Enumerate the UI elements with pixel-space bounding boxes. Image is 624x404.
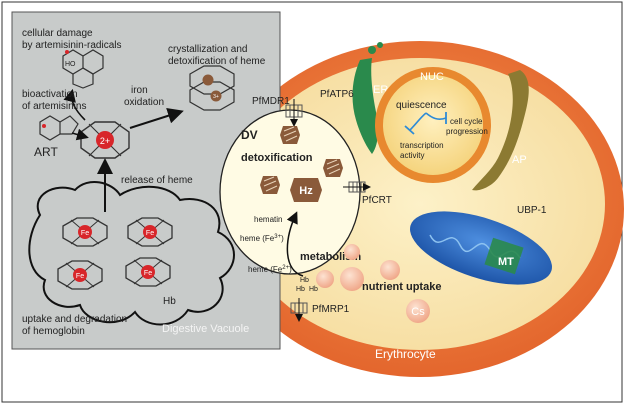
nucleus [375,67,491,183]
radical-molecule [62,49,104,89]
fe-label: Fe [81,230,89,237]
erythrocyte-label: Erythrocyte [375,347,436,361]
inhibit-transcription-arrow [409,112,427,131]
ubp1-label: UBP-1 [517,205,547,216]
er-label: ER [373,84,388,96]
er-organelle [352,42,383,154]
iron-label-2: oxidation [124,97,164,108]
heme-group-3: Fe [57,260,103,290]
fe-label: Fe [146,230,154,237]
pfcrt-label: PfCRT [362,195,392,206]
hz-label: Hz [299,185,313,197]
heme-group-1: Fe [62,217,108,247]
vesicle-2 [344,244,360,260]
hematin-label: hematin [254,215,282,224]
cs-label: Cs [411,306,425,318]
digestive-vacuole-label: Digestive Vacuole [162,323,249,335]
hemozoin-crystal-2 [323,159,343,177]
bioactivation-arrow [63,88,86,121]
nuc-label: NUC [420,71,444,83]
crystallized-heme: 3+ [189,65,235,111]
art-label: ART [34,145,58,159]
heme-group-2: Fe [127,217,173,247]
transcription-label-1: transcription [400,141,444,150]
pfmdr1-label: PfMDR1 [252,96,290,107]
bioactivation-label-1: bioactivation [22,89,78,100]
cellular-damage-label-2: by artemisinin-radicals [22,40,121,51]
detoxification-label: detoxification [241,152,313,164]
pfcrt-transporter [343,181,371,193]
apicoplast [472,70,529,191]
central-heme: 2+ [80,121,130,159]
mt-label: MT [498,256,514,268]
uptake-label-1: uptake and degradation [22,314,127,325]
bioactivation-label-2: of artemisinins [22,101,86,112]
ap-label: AP [512,154,527,166]
fe3-label: 3+ [213,94,219,100]
mitochondrion [410,211,552,285]
heme-charge-label: 2+ [100,136,110,146]
hb-label: Hb [163,296,176,307]
hemozoin-crystal-4: Hz [290,178,322,202]
heme-fe2-label: heme (Fe2+) [248,265,292,274]
fe-label: Fe [144,270,152,277]
art-to-heme-arrow [71,128,89,141]
transcription-label-2: activity [400,151,424,160]
crystallization-label-2: detoxification of heme [168,56,266,67]
pfatp6-label: PfATP6 [320,89,354,100]
crystallization-label-1: crystallization and [168,44,247,55]
pfmdr1-transporter [285,99,303,127]
heme-fe3-label: heme (Fe3+) [240,234,284,243]
metabolism-arrow [286,211,304,277]
hb-small-label-1: Hb [300,277,309,284]
dv-label: DV [241,128,258,142]
cs-vesicle [406,299,430,323]
nutrient-uptake-label: nutrient uptake [362,281,441,293]
hemozoin-crystal-1 [280,126,300,144]
pfmrp1-label: PfMRP1 [312,304,350,315]
uptake-label-2: of hemoglobin [22,326,85,337]
pfmrp1-transporter [290,298,308,322]
fe-label: Fe [76,273,84,280]
vesicle-3 [340,267,364,291]
inhibit-cellcycle-arrow [425,112,447,120]
ho-label: HO [65,61,76,68]
cellular-damage-label-1: cellular damage [22,28,93,39]
quiescence-label: quiescence [396,100,447,111]
cell-cycle-label-2: progression [446,127,488,136]
hb-small-label-2: Hb [296,286,305,293]
oxidation-arrow [129,108,184,129]
release-heme-label: release of heme [121,175,193,186]
art-molecule [39,115,79,141]
hemoglobin-blob [28,181,235,326]
iron-label-1: iron [131,85,148,96]
vesicle-4 [380,260,400,280]
hb-small-label-3: Hb [309,286,318,293]
vesicle-1 [316,270,334,288]
heme-group-4: Fe [125,257,171,287]
cell-cycle-label-1: cell cycle [450,117,483,126]
hemozoin-crystal-3 [260,176,280,194]
